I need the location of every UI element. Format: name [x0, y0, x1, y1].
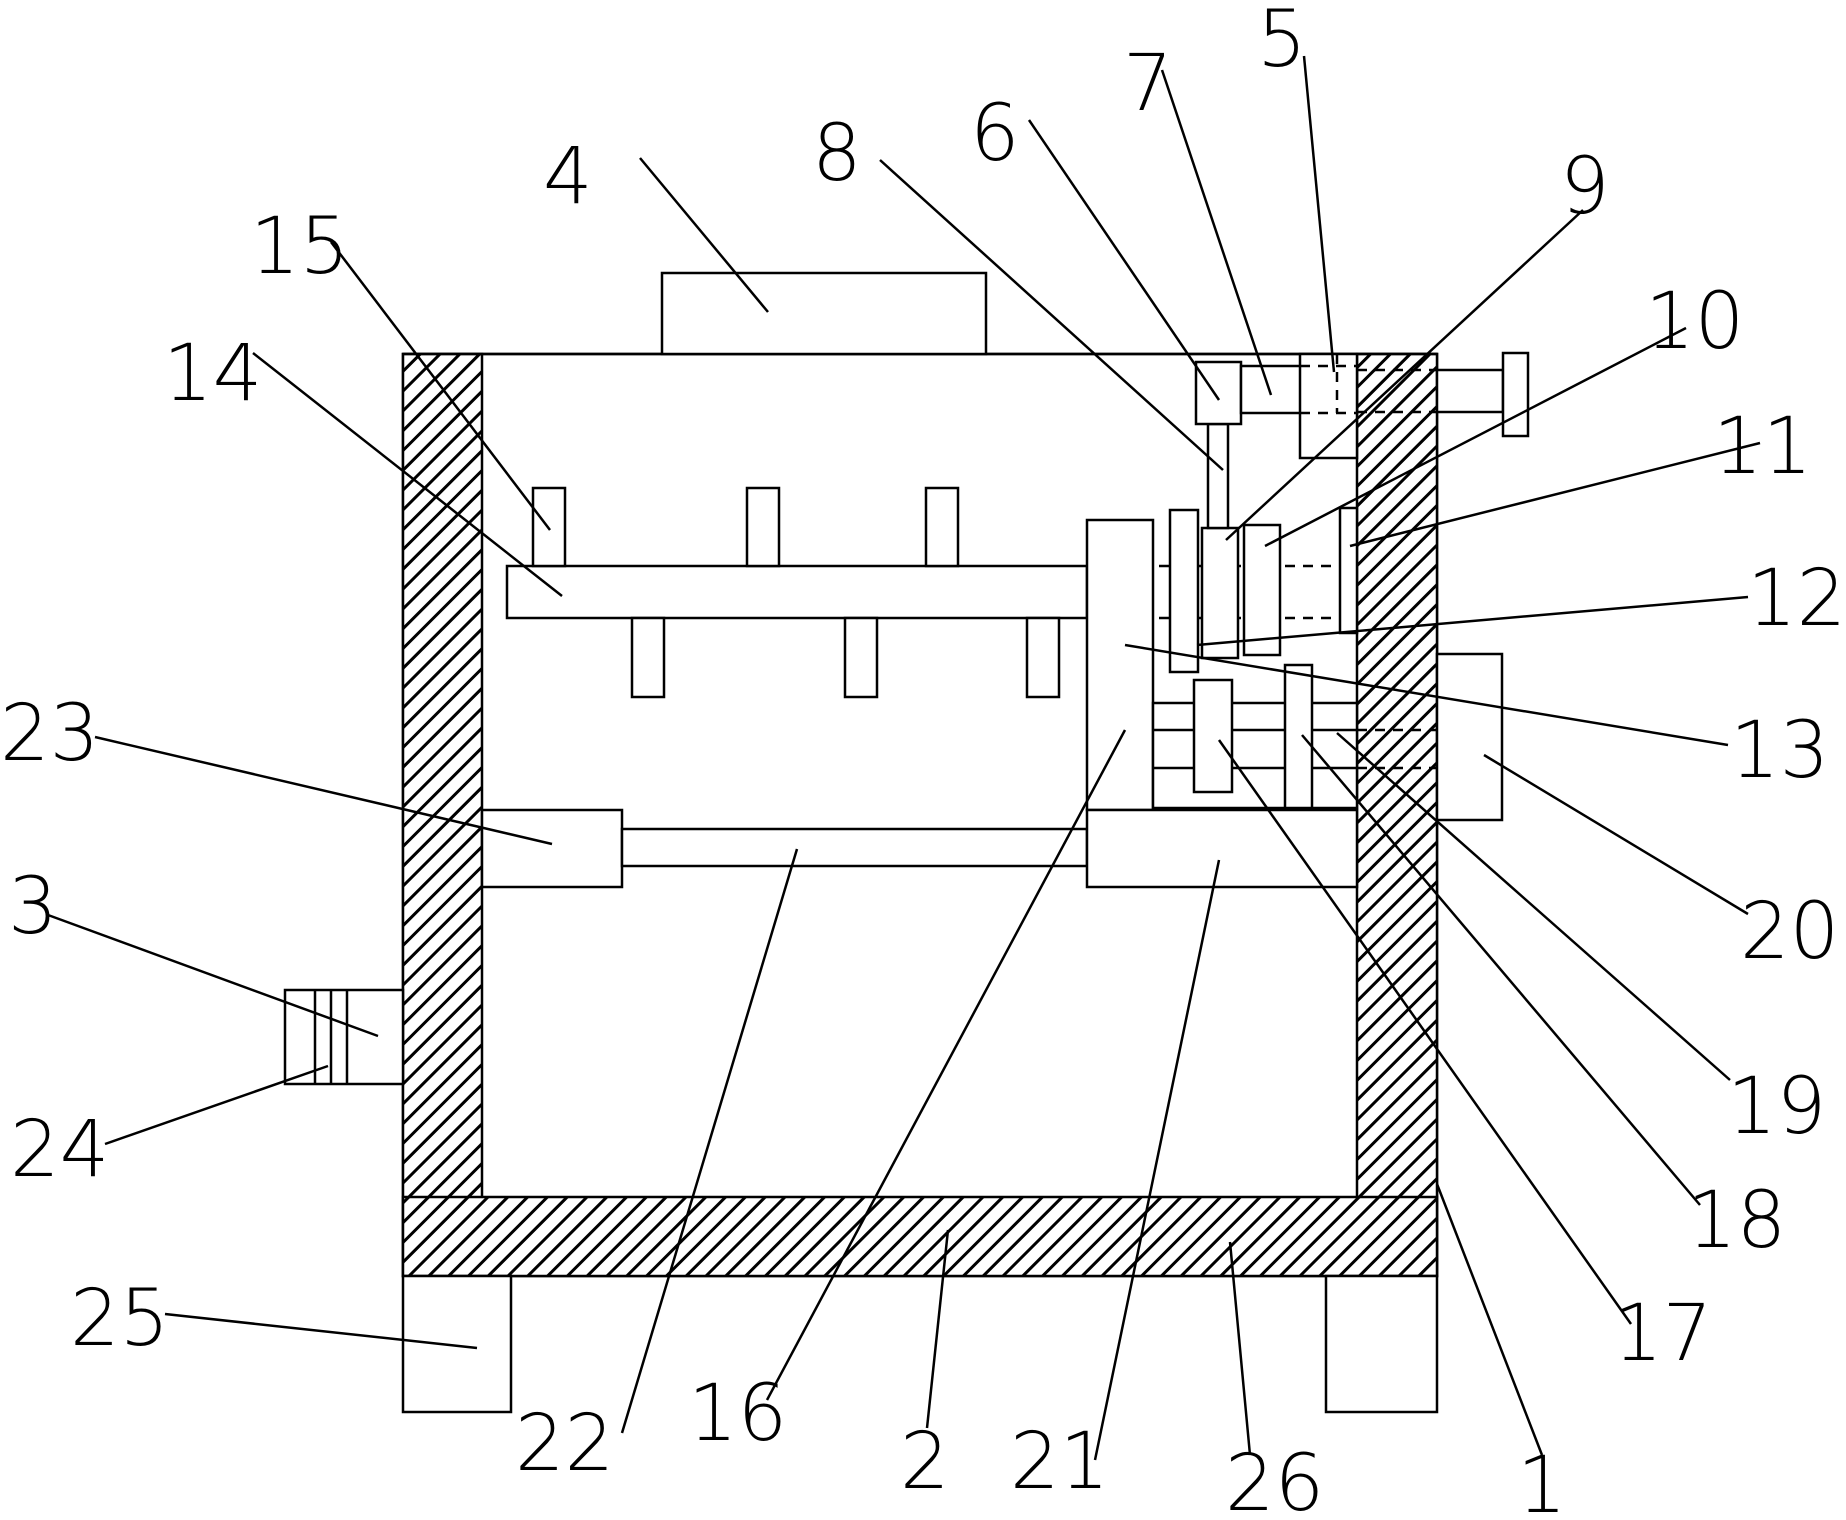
gear-9 [1200, 526, 1240, 660]
leader-11 [1349, 441, 1761, 548]
label-11: 11 [1713, 402, 1812, 492]
label-12: 12 [1747, 554, 1846, 644]
label-21: 21 [1010, 1417, 1109, 1507]
bottom-wall [401, 1195, 1439, 1278]
label-14: 14 [163, 329, 262, 419]
stirring-assembly [505, 486, 1089, 699]
stir-shaft [505, 564, 1089, 620]
label-7: 7 [1123, 39, 1173, 129]
label-10: 10 [1645, 277, 1744, 367]
leader-12 [1196, 595, 1749, 647]
leader-13 [1124, 643, 1729, 747]
label-19: 19 [1727, 1062, 1826, 1152]
label-6: 6 [970, 89, 1020, 179]
vertical-shaft-8 [1206, 422, 1230, 530]
leader-lines [47, 55, 1761, 1461]
leader-10 [1264, 326, 1687, 548]
leader-8 [879, 159, 1224, 471]
leader-16 [765, 729, 1127, 1401]
leader-21 [1093, 859, 1221, 1461]
label-20: 20 [1740, 887, 1839, 977]
external-rod [1435, 368, 1505, 414]
blade-bottom-3 [1025, 616, 1061, 699]
label-17: 17 [1613, 1289, 1712, 1379]
leader-20 [1483, 753, 1749, 916]
bevel-gear-left [1168, 508, 1200, 674]
support-frame [1085, 518, 1155, 812]
external-motor-20 [1435, 652, 1504, 822]
label-24: 24 [10, 1105, 109, 1195]
label-1: 1 [1517, 1441, 1567, 1520]
left-leg [401, 1274, 513, 1414]
label-13: 13 [1730, 706, 1829, 796]
blade-bottom-1 [630, 616, 666, 699]
block-5 [1298, 352, 1359, 460]
label-16: 16 [688, 1369, 787, 1459]
side-outlet [283, 988, 405, 1086]
leader-19 [1336, 732, 1731, 1081]
label-18: 18 [1687, 1176, 1786, 1266]
leader-22 [620, 848, 799, 1434]
label-22: 22 [515, 1399, 614, 1489]
label-5: 5 [1257, 0, 1307, 85]
leader-6 [1027, 119, 1221, 401]
top-box [660, 271, 988, 356]
leader-9 [1225, 209, 1584, 541]
leader-3 [47, 913, 379, 1038]
bar-22 [620, 827, 1089, 868]
right-leg [1324, 1274, 1439, 1414]
left-wall [401, 352, 484, 1278]
label-26: 26 [1225, 1439, 1324, 1520]
leader-15 [330, 241, 551, 531]
label-9: 9 [1560, 142, 1610, 232]
leader-2 [925, 1229, 950, 1429]
bearing-11 [1338, 506, 1359, 635]
leader-23 [94, 735, 553, 846]
leader-26 [1228, 1241, 1252, 1456]
slider-23 [480, 808, 624, 889]
leader-5 [1302, 55, 1336, 373]
leader-25 [164, 1312, 478, 1350]
label-4: 4 [543, 132, 593, 222]
gear-10 [1242, 523, 1282, 657]
label-8: 8 [812, 109, 862, 199]
label-23: 23 [0, 689, 99, 779]
leader-24 [104, 1064, 329, 1146]
leader-7 [1160, 69, 1273, 396]
gear-17 [1192, 678, 1234, 794]
blade-top-3 [924, 486, 960, 568]
label-25: 25 [70, 1274, 169, 1364]
label-3: 3 [8, 862, 58, 952]
block-21 [1085, 808, 1359, 889]
label-15: 15 [250, 202, 349, 292]
leader-14 [252, 352, 563, 597]
leader-18 [1301, 734, 1701, 1206]
leader-17 [1217, 739, 1633, 1325]
small-motor-6 [1194, 360, 1243, 426]
blade-bottom-2 [843, 616, 879, 699]
outlet-pipe [283, 988, 405, 1086]
blade-top-2 [745, 486, 781, 568]
leader-4 [639, 157, 769, 313]
label-2: 2 [900, 1417, 950, 1507]
handwheel [1501, 351, 1530, 438]
leader-1 [1435, 1183, 1544, 1456]
gear-18 [1283, 663, 1314, 810]
